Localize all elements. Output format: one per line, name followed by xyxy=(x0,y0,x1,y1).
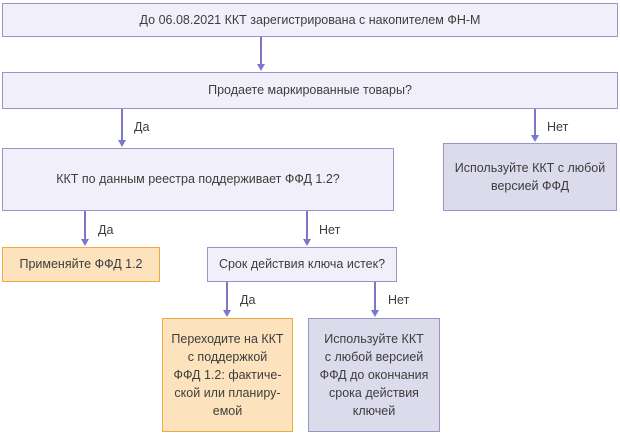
node-use-any-ffd: Используйте ККТ с любой версией ФФД xyxy=(443,143,617,211)
arrow-no-to-key-expired xyxy=(303,211,311,246)
arrow-shaft xyxy=(84,211,86,241)
edge-label-no: Нет xyxy=(388,293,410,307)
node-apply-ffd12: Применяйте ФФД 1.2 xyxy=(2,247,160,282)
arrow-no-to-use-any xyxy=(531,109,539,142)
arrow-shaft xyxy=(374,282,376,312)
edge-label-yes: Да xyxy=(134,120,150,134)
edge-label-yes: Да xyxy=(240,293,256,307)
arrow-head-icon xyxy=(118,140,126,147)
arrow-head-icon xyxy=(81,239,89,246)
arrow-shaft xyxy=(534,109,536,137)
edge-label-no: Нет xyxy=(319,223,341,237)
edge-label-no: Нет xyxy=(547,120,569,134)
arrow-yes-to-registry xyxy=(118,109,126,147)
arrow-head-icon xyxy=(223,310,231,317)
arrow-shaft xyxy=(260,37,262,66)
arrow-head-icon xyxy=(257,64,265,71)
node-start: До 06.08.2021 ККТ зарегистрирована с нак… xyxy=(2,3,618,37)
edge-label-yes: Да xyxy=(98,223,114,237)
arrow-yes-to-switch xyxy=(223,282,231,317)
arrow-no-to-use-until xyxy=(371,282,379,317)
arrow-shaft xyxy=(121,109,123,142)
arrow-start-to-sells xyxy=(257,37,265,71)
arrow-shaft xyxy=(306,211,308,241)
node-switch-to-ffd12-kkt: Переходите на ККТ с поддержкой ФФД 1.2: … xyxy=(162,318,293,432)
arrow-shaft xyxy=(226,282,228,312)
node-key-expired: Срок действия ключа истек? xyxy=(207,247,397,282)
arrow-head-icon xyxy=(531,135,539,142)
node-use-any-ffd-until-expiry: Используйте ККТ с любой версией ФФД до о… xyxy=(308,318,440,432)
arrow-yes-to-apply xyxy=(81,211,89,246)
arrow-head-icon xyxy=(303,239,311,246)
node-sells-marked-goods: Продаете маркированные товары? xyxy=(2,72,618,109)
arrow-head-icon xyxy=(371,310,379,317)
node-registry-supports-ffd12: ККТ по данным реестра поддерживает ФФД 1… xyxy=(2,148,394,211)
